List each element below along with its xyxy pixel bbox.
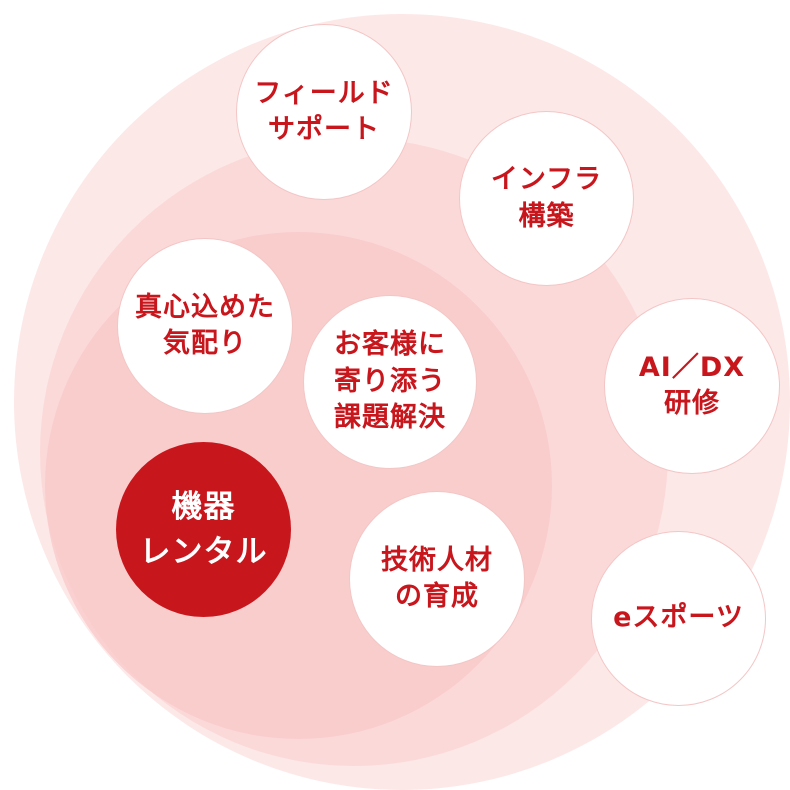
bubble-label: eスポーツ	[613, 602, 744, 634]
bubble-rental[interactable]: 機器 レンタル	[116, 442, 291, 617]
bubble-field-support[interactable]: フィールド サポート	[236, 24, 412, 200]
bubble-label: 技術人材 の育成	[381, 544, 493, 612]
bubble-label: お客様に 寄り添う 課題解決	[334, 329, 446, 434]
bubble-care[interactable]: 真心込めた 気配り	[117, 238, 293, 414]
bubble-label: 機器 レンタル	[139, 488, 268, 570]
bubble-label: インフラ 構築	[490, 164, 603, 232]
bubble-infra[interactable]: インフラ 構築	[459, 111, 634, 286]
bubble-talent[interactable]: 技術人材 の育成	[349, 491, 525, 667]
bubble-ai-dx[interactable]: AI／DX 研修	[604, 298, 780, 474]
bubble-solution[interactable]: お客様に 寄り添う 課題解決	[303, 295, 477, 469]
bubble-label: 真心込めた 気配り	[135, 291, 275, 359]
bubble-label: AI／DX 研修	[638, 351, 746, 419]
bubble-esports[interactable]: eスポーツ	[591, 531, 766, 706]
bubble-label: フィールド サポート	[254, 77, 394, 145]
